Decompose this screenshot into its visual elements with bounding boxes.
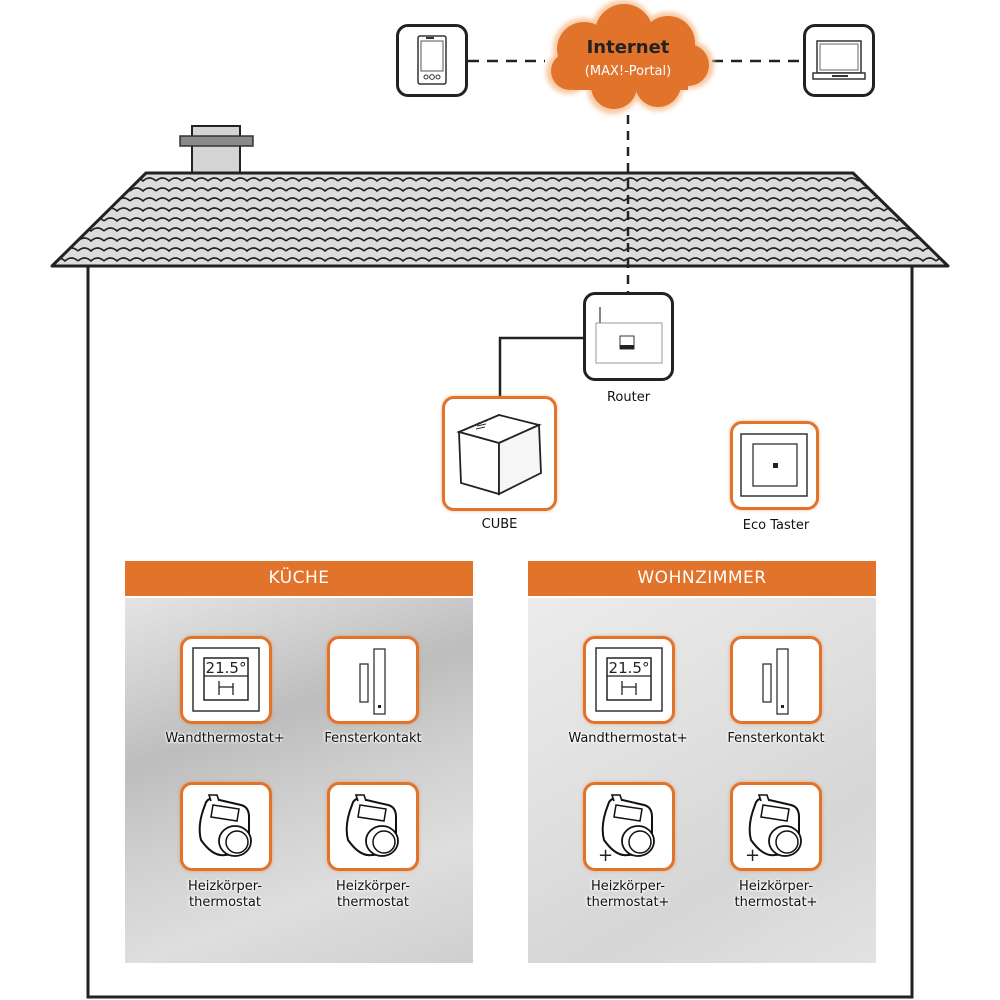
- radiator-thermostat-plus-icon: +: [598, 794, 655, 866]
- smartphone-device[interactable]: [396, 24, 468, 97]
- device-label-line1: Heizkörper-: [187, 879, 263, 894]
- device-tile-window-contact[interactable]: [327, 636, 419, 724]
- eco-taster-device[interactable]: [730, 421, 819, 510]
- room-header: WOHNZIMMER: [528, 561, 876, 596]
- cloud-icon: [546, 0, 714, 114]
- thermostat-display: 21.5°: [609, 659, 650, 677]
- device-label-line2: thermostat: [336, 895, 409, 910]
- window-contact-icon: [359, 648, 386, 715]
- room-kueche: KÜCHE 21.5° Wandthermostat+ Fensterkonta…: [125, 561, 473, 963]
- wall-thermostat-icon: 21.5°: [595, 647, 663, 712]
- eco-switch-icon: [740, 433, 808, 497]
- device-tile-radiator-thermostat-plus[interactable]: +: [583, 782, 675, 871]
- device-label: Fensterkontakt: [727, 731, 825, 746]
- device-tile-radiator-thermostat[interactable]: [180, 782, 272, 871]
- device-label-line2: thermostat: [188, 895, 261, 910]
- device-label: Fensterkontakt: [324, 731, 422, 746]
- device-label: Heizkörper- thermostat: [303, 879, 443, 911]
- eco-taster-label: Eco Taster: [742, 518, 810, 533]
- cube-device[interactable]: [442, 396, 557, 511]
- device-label-line1: Heizkörper-: [738, 879, 814, 894]
- device-tile-window-contact[interactable]: [730, 636, 822, 724]
- device-label-line1: Heizkörper-: [590, 879, 666, 894]
- device-tile-radiator-thermostat-plus[interactable]: +: [730, 782, 822, 871]
- device-label: Wandthermostat+: [568, 731, 688, 746]
- internet-cloud[interactable]: Internet (MAX!-Portal): [538, 0, 718, 118]
- chimney: [179, 125, 254, 175]
- device-tile-wall-thermostat[interactable]: 21.5°: [583, 636, 675, 724]
- connection-cube-router: [498, 336, 584, 396]
- cloud-subtitle: (MAX!-Portal): [584, 64, 672, 79]
- device-label: Heizkörper- thermostat+: [558, 879, 698, 911]
- plus-badge: +: [598, 845, 613, 866]
- laptop-icon: [812, 40, 866, 80]
- room-wohnzimmer: WOHNZIMMER 21.5° Wandthermostat+ Fenster…: [528, 561, 876, 963]
- thermostat-display: 21.5°: [206, 659, 247, 677]
- device-label-line1: Heizkörper-: [335, 879, 411, 894]
- room-header: KÜCHE: [125, 561, 473, 596]
- radiator-thermostat-icon: [198, 794, 252, 857]
- device-label: Heizkörper- thermostat: [155, 879, 295, 911]
- cube-icon: [456, 414, 542, 496]
- router-device[interactable]: [583, 292, 674, 381]
- router-label: Router: [606, 390, 651, 405]
- device-tile-wall-thermostat[interactable]: 21.5°: [180, 636, 272, 724]
- device-label: Heizkörper- thermostat+: [706, 879, 846, 911]
- cube-label: CUBE: [481, 517, 518, 532]
- smartphone-icon: [417, 35, 447, 85]
- device-label: Wandthermostat+: [165, 731, 285, 746]
- router-icon: [595, 307, 663, 364]
- roof: [50, 171, 950, 268]
- device-label-line2: thermostat+: [586, 895, 670, 910]
- window-contact-icon: [762, 648, 789, 715]
- plus-badge: +: [745, 845, 760, 866]
- cloud-title: Internet: [586, 37, 670, 58]
- laptop-device[interactable]: [803, 24, 875, 97]
- device-tile-radiator-thermostat[interactable]: [327, 782, 419, 871]
- radiator-thermostat-icon: [345, 794, 399, 857]
- device-label-line2: thermostat+: [734, 895, 818, 910]
- wall-thermostat-icon: 21.5°: [192, 647, 260, 712]
- radiator-thermostat-plus-icon: +: [745, 794, 802, 866]
